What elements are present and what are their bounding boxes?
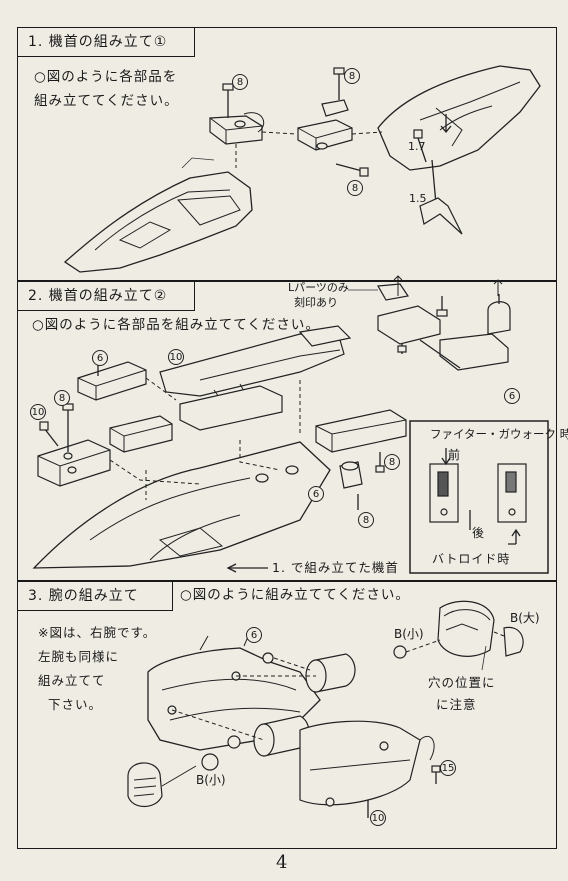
part-number-s1-5: 1.5: [409, 192, 427, 205]
part-number-s2-2: 10: [168, 349, 184, 365]
part-number-s2-3: 8: [54, 390, 70, 406]
section-2-frame: [17, 281, 557, 581]
inset-battroid-label: バトロイド時: [432, 552, 511, 566]
inset-front-label: 前: [448, 448, 462, 462]
section-2-instruction: ○図のように各部品を組み立ててください。: [32, 317, 320, 333]
section-1-frame: [17, 27, 557, 281]
section-3-header: 3. 腕の組み立て: [17, 581, 173, 611]
page-number: 4: [276, 852, 288, 873]
section-3-note-line-1: ※図は、右腕です。: [38, 625, 157, 640]
section-2-header: 2. 機首の組み立て②: [17, 281, 195, 311]
hole-note-line-1: 穴の位置に: [428, 675, 496, 690]
section-3-note-line-4: 下さい。: [48, 697, 103, 712]
label-b-small-right: B(小): [394, 627, 424, 641]
part-number-s2-7: 8: [358, 512, 374, 528]
section-3-instruction: ○図のように組み立ててください。: [180, 587, 410, 603]
label-b-large: B(大): [510, 611, 540, 625]
inset-back-label: 後: [472, 526, 486, 540]
part-number-s1-3: 8: [347, 180, 363, 196]
label-b-small-left: B(小): [196, 773, 226, 787]
part-number-s2-4: 10: [30, 404, 46, 420]
l-part-note-line-1: Lパーツのみ: [288, 281, 349, 294]
part-number-s1-2: 8: [344, 68, 360, 84]
part-number-s2-6: 8: [384, 454, 400, 470]
part-number-s2-8: 6: [308, 486, 324, 502]
part-number-s1-4: 1.7: [408, 140, 426, 153]
section-1-instruction-line-2: 組み立ててください。: [34, 93, 179, 109]
section-1-instruction-line-1: ○図のように各部品を: [34, 69, 178, 85]
part-number-s1-1: 8: [232, 74, 248, 90]
hole-note-line-2: に注意: [436, 697, 477, 712]
part-number-s2-5: 6: [504, 388, 520, 404]
l-part-note-line-2: 刻印あり: [294, 296, 338, 309]
reference-label-nose: 1. で組み立てた機首: [272, 560, 399, 575]
inset-title: ファイター・ガウォーク 時: [430, 427, 568, 441]
section-3-frame: [17, 581, 557, 849]
section-1-header: 1. 機首の組み立て①: [17, 27, 195, 57]
part-number-s3-2: 15: [440, 760, 456, 776]
part-number-s3-1: 6: [246, 627, 262, 643]
section-3-note-line-2: 左腕も同様に: [38, 649, 120, 664]
part-number-s3-3: 10: [370, 810, 386, 826]
section-3-note-line-3: 組み立てて: [38, 673, 106, 688]
part-number-s2-1: 6: [92, 350, 108, 366]
